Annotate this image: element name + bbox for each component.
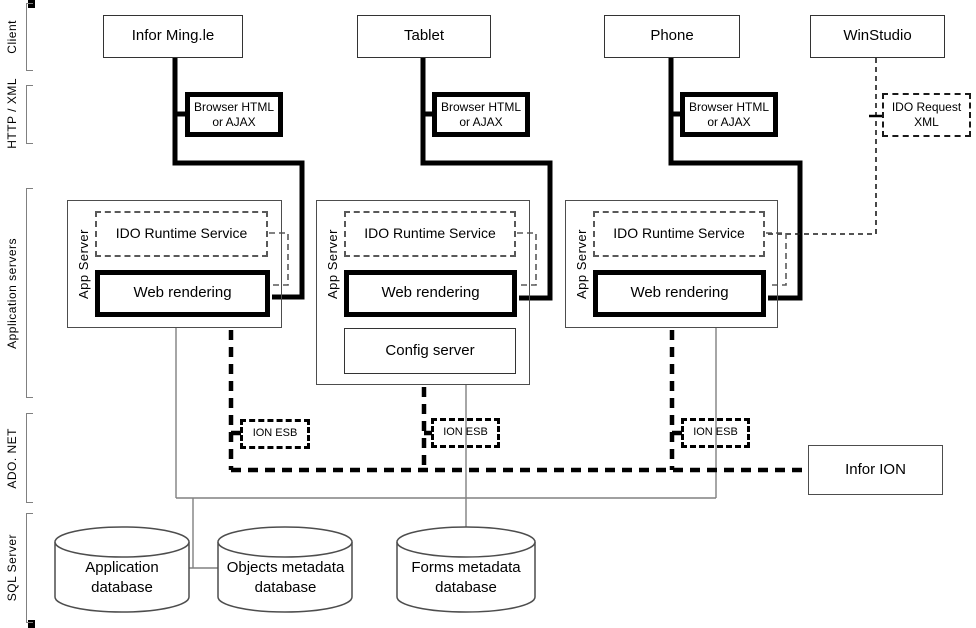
section-label-ado-net: ADO. NET xyxy=(0,413,24,503)
web-rendering-1: Web rendering xyxy=(95,270,270,317)
app-server-1-side-label: App Server xyxy=(73,200,93,328)
bracket-http-xml xyxy=(26,85,33,144)
ido-request-xml-box: IDO Request XML xyxy=(882,93,971,137)
web-rendering-1-label: Web rendering xyxy=(133,284,232,302)
ion-esb-1: ION ESB xyxy=(240,419,310,449)
infor-ion-box: Infor ION xyxy=(808,445,943,495)
section-label-sql-server: SQL Server xyxy=(0,513,24,623)
section-label-ado-net-text: ADO. NET xyxy=(5,427,19,489)
config-server-label: Config server xyxy=(385,341,475,359)
ion-esb-2: ION ESB xyxy=(431,418,500,448)
app-server-box-2 xyxy=(316,200,530,385)
section-label-application-servers: Application servers xyxy=(0,188,24,398)
line-tablet-channel xyxy=(420,58,553,301)
web-rendering-2: Web rendering xyxy=(344,270,517,317)
db-application-label: Application database xyxy=(55,556,189,600)
db-objects-line2: database xyxy=(254,579,317,596)
db-application-cylinder xyxy=(54,526,190,613)
crop-mark-bottom xyxy=(28,620,35,628)
line-runtime1-web1 xyxy=(269,232,289,286)
ido-runtime-service-2-label: IDO Runtime Service xyxy=(364,225,496,242)
ion-esb-3: ION ESB xyxy=(681,418,750,448)
app-server-3-side-label-text: App Server xyxy=(573,228,589,300)
ido-runtime-service-1-label: IDO Runtime Service xyxy=(115,225,248,242)
line-runtime2-web2 xyxy=(517,232,537,286)
browser-box-3: Browser HTML or AJAX xyxy=(680,92,778,137)
ido-runtime-service-3-label: IDO Runtime Service xyxy=(613,225,745,242)
client-box-winstudio: WinStudio xyxy=(810,15,945,58)
browser-box-3-line2: or AJAX xyxy=(707,114,751,129)
section-label-client: Client xyxy=(0,3,24,71)
infor-ion-label: Infor ION xyxy=(845,460,906,478)
section-label-application-servers-text: Application servers xyxy=(5,237,19,349)
config-server-box: Config server xyxy=(344,328,516,374)
bracket-application-servers xyxy=(26,188,33,398)
client-box-infor-mingle: Infor Ming.le xyxy=(103,15,243,58)
ido-runtime-service-3: IDO Runtime Service xyxy=(593,211,765,257)
bracket-ado-net xyxy=(26,413,33,503)
browser-box-3-line1: Browser HTML xyxy=(688,99,769,114)
db-application-line1: Application xyxy=(85,558,159,576)
section-label-client-text: Client xyxy=(5,20,19,54)
bracket-sql-server xyxy=(26,513,33,623)
line-mingle-channel xyxy=(172,58,305,300)
section-label-http-xml-text: HTTP / XML xyxy=(5,77,19,149)
browser-box-1-line2: or AJAX xyxy=(212,114,256,129)
crop-mark-top xyxy=(28,0,35,8)
client-box-tablet-label: Tablet xyxy=(403,27,445,45)
section-label-sql-server-text: SQL Server xyxy=(5,534,19,602)
line-phone-channel xyxy=(668,58,803,301)
browser-box-2-line2: or AJAX xyxy=(459,114,503,129)
ido-request-xml-line1: IDO Request xyxy=(891,100,962,114)
client-box-tablet: Tablet xyxy=(357,15,491,58)
browser-box-2: Browser HTML or AJAX xyxy=(432,92,530,137)
db-objects-cylinder xyxy=(217,526,353,613)
db-forms-label: Forms metadata database xyxy=(397,556,535,600)
db-forms-line2: database xyxy=(435,579,497,596)
client-box-phone: Phone xyxy=(604,15,740,58)
web-rendering-2-label: Web rendering xyxy=(381,284,480,302)
bracket-client xyxy=(26,3,33,71)
db-objects-label: Objects metadata database xyxy=(218,556,353,600)
ido-runtime-service-1: IDO Runtime Service xyxy=(95,211,268,257)
web-rendering-3-label: Web rendering xyxy=(630,284,729,302)
app-server-1-side-label-text: App Server xyxy=(75,228,91,300)
line-winstudio-dashed xyxy=(766,58,877,235)
app-server-3-side-label: App Server xyxy=(571,200,591,328)
db-forms-cylinder xyxy=(396,526,536,613)
ion-esb-2-label: ION ESB xyxy=(443,426,488,439)
app-server-box-1 xyxy=(67,200,282,328)
app-server-2-side-label-text: App Server xyxy=(324,228,340,300)
ido-request-xml-line2: XML xyxy=(914,115,939,129)
client-box-phone-label: Phone xyxy=(650,27,694,45)
section-label-http-xml: HTTP / XML xyxy=(0,77,24,149)
ido-runtime-service-2: IDO Runtime Service xyxy=(344,211,516,257)
ion-esb-3-label: ION ESB xyxy=(693,426,738,439)
ion-esb-1-label: ION ESB xyxy=(252,427,298,440)
db-objects-line1: Objects metadata xyxy=(226,558,345,576)
app-server-2-side-label: App Server xyxy=(322,200,342,328)
client-box-winstudio-label: WinStudio xyxy=(843,27,912,45)
browser-box-1-line1: Browser HTML xyxy=(193,99,274,114)
db-forms-line1: Forms metadata xyxy=(411,558,521,576)
web-rendering-3: Web rendering xyxy=(593,270,766,317)
browser-box-1: Browser HTML or AJAX xyxy=(185,92,283,137)
app-server-box-3 xyxy=(565,200,778,328)
client-box-infor-mingle-label: Infor Ming.le xyxy=(131,27,215,45)
browser-box-2-line1: Browser HTML xyxy=(440,99,521,114)
db-application-line2: database xyxy=(91,579,153,596)
